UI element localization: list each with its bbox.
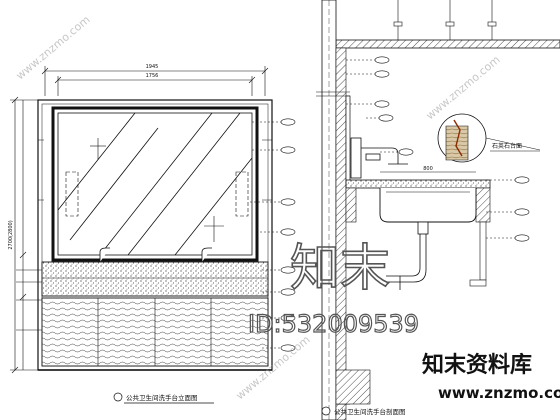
front-title-symbol <box>113 392 123 402</box>
wall-finish <box>335 47 347 420</box>
sink-basin <box>379 188 477 223</box>
lamp-right-dashed <box>235 171 249 217</box>
watermark-logo-cn: 知末 <box>290 239 390 297</box>
front-title: 公共卫生间洗手台立面图 <box>126 393 198 402</box>
front-elevation: 1945 1756 2700(2800) <box>8 64 296 404</box>
mirror-glass <box>57 112 253 256</box>
watermark-diagonal-top: www.znzmo.com <box>14 13 93 82</box>
section-title-symbol <box>321 406 331 416</box>
faucets <box>99 247 212 262</box>
detail-bubble <box>437 113 541 163</box>
watermark-url: www.znzmo.com <box>438 384 560 402</box>
section-view: 800 石英石台面 <box>316 0 560 420</box>
left-dimension-height: 2700(2800) <box>8 220 14 249</box>
section-title: 公共卫生间洗手台剖面图 <box>334 407 406 416</box>
watermark-id: ID:532009539 <box>248 310 419 338</box>
section-leaders <box>346 59 516 239</box>
countertop-section <box>345 179 491 189</box>
front-leaders <box>250 121 282 349</box>
cabinet-dividers <box>97 298 212 366</box>
ceiling-hangers <box>393 0 497 40</box>
front-edge-section <box>475 187 491 223</box>
support-foot <box>469 279 487 287</box>
mirror-reflection-lines <box>57 112 253 256</box>
front-callout-tags <box>280 118 296 352</box>
wall-ticks <box>38 139 272 201</box>
left-dimension-lines <box>10 96 40 374</box>
floor-base <box>335 369 371 405</box>
watermark-diagonal-mid: www.znzmo.com <box>424 53 503 122</box>
section-callout-tags <box>374 56 530 242</box>
ceiling-slab <box>335 39 560 49</box>
drain-trap <box>386 221 429 290</box>
backsplash-section <box>345 187 357 223</box>
lamp-left-dashed <box>65 171 79 217</box>
cross-markers <box>90 138 224 242</box>
watermark-site-cn: 知末资料库 <box>422 352 532 378</box>
left-callout-tags <box>16 269 42 331</box>
top-dimension-lines <box>41 66 269 96</box>
top-dimension-overall: 1945 <box>146 64 159 70</box>
top-dimension-mirror: 1756 <box>146 73 159 79</box>
detail-label: 石英石台面 <box>492 142 522 150</box>
countertop <box>41 261 269 297</box>
section-dimension: 800 <box>423 166 433 172</box>
mirror-section <box>345 95 351 187</box>
support-frame <box>479 221 487 281</box>
